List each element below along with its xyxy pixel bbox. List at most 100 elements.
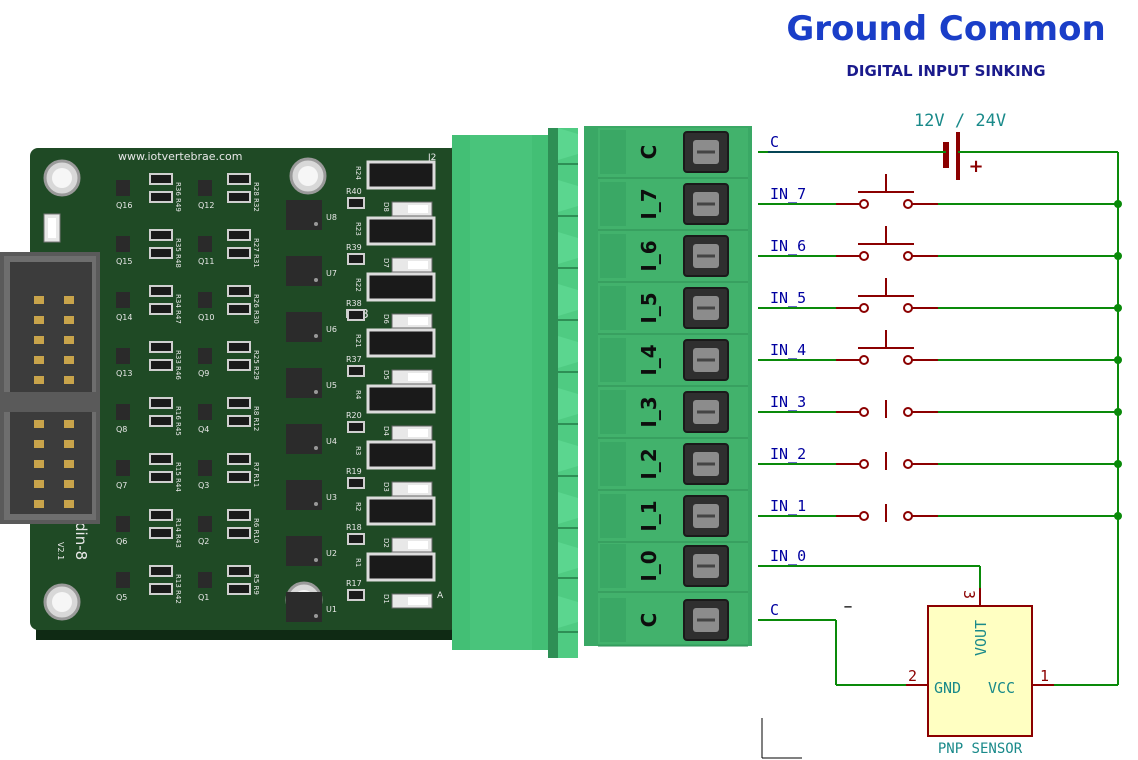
- net-label: IN_7: [770, 185, 806, 203]
- supply-minus-sign: –: [844, 596, 853, 617]
- svg-text:Q14: Q14: [116, 313, 132, 322]
- svg-text:R23: R23: [354, 222, 362, 236]
- pcb-resistor: [227, 191, 251, 203]
- net-label: IN_0: [770, 547, 806, 565]
- pnp-sensor: VOUT GND VCC 3 2 1 PNP SENSOR: [906, 588, 1054, 757]
- terminal-label: C: [637, 613, 661, 628]
- terminal-label: I_3: [637, 396, 661, 427]
- svg-text:R36 R49: R36 R49: [174, 182, 182, 212]
- terminal-label: I_5: [637, 292, 661, 323]
- svg-text:Q16: Q16: [116, 201, 132, 210]
- svg-text:R7 R11: R7 R11: [252, 462, 260, 487]
- pcb-resistor: [149, 415, 173, 427]
- pnp-sensor-body: [927, 605, 1033, 737]
- pcb-resistor: [347, 421, 365, 433]
- svg-text:R3: R3: [354, 446, 362, 455]
- net-label: IN_3: [770, 393, 806, 411]
- pcb-board-name: din-8: [72, 522, 90, 560]
- svg-text:R24: R24: [354, 166, 362, 180]
- pnp-sensor-vcc-pin: VCC: [988, 679, 1015, 697]
- pnp-sensor-name: PNP SENSOR: [938, 741, 1023, 757]
- pcb-resistor: [149, 341, 173, 353]
- svg-text:D2: D2: [382, 538, 390, 548]
- pcb-resistor: [149, 583, 173, 595]
- idc-pin: [34, 296, 44, 304]
- pcb-body: [30, 148, 458, 630]
- rail-junction: [1114, 356, 1122, 364]
- rail-junction: [1114, 408, 1122, 416]
- terminal-position: I_1: [598, 494, 748, 543]
- pcb-power-resistor: [366, 440, 436, 470]
- pcb-power-resistor: [366, 328, 436, 358]
- svg-text:U6: U6: [326, 325, 337, 334]
- terminal-label: I_0: [637, 550, 661, 581]
- svg-text:R13 R42: R13 R42: [174, 574, 182, 604]
- svg-text:D7: D7: [382, 258, 390, 268]
- pcb-resistor: [227, 471, 251, 483]
- pcb-power-resistor: [366, 384, 436, 414]
- pcb-transistor: [116, 572, 130, 588]
- push-button-switch: [758, 226, 1122, 261]
- pcb-resistor: [227, 359, 251, 371]
- pcb-resistor: [149, 359, 173, 371]
- pnp-sensor-pin1-number: 1: [1040, 667, 1049, 685]
- pcb-resistor: [227, 509, 251, 521]
- svg-text:R37: R37: [346, 355, 362, 364]
- push-button-switch: [758, 174, 1122, 209]
- svg-text:R1: R1: [354, 558, 362, 567]
- pcb-transistor: [116, 516, 130, 532]
- rail-junction: [1114, 512, 1122, 520]
- pcb-resistor: [347, 589, 365, 601]
- push-button-switch: [758, 278, 1122, 313]
- svg-text:R20: R20: [346, 411, 362, 420]
- idc-pin: [64, 480, 74, 488]
- pcb-resistor: [149, 509, 173, 521]
- net-label: IN_1: [770, 497, 806, 515]
- pcb-resistor: [227, 565, 251, 577]
- pcb-resistor: [227, 303, 251, 315]
- pcb-resistor: [149, 303, 173, 315]
- net-label: IN_4: [770, 341, 806, 359]
- pcb-resistor: [347, 253, 365, 265]
- diagram-subtitle: DIGITAL INPUT SINKING: [846, 62, 1045, 80]
- idc-pin: [64, 316, 74, 324]
- pcb-transistor: [116, 348, 130, 364]
- svg-text:R28 R32: R28 R32: [252, 182, 260, 212]
- svg-text:U2: U2: [326, 549, 337, 558]
- terminal-position: C: [598, 130, 748, 179]
- svg-text:R25 R29: R25 R29: [252, 350, 260, 380]
- pcb-power-resistor: [366, 160, 436, 190]
- rail-junction: [1114, 304, 1122, 312]
- svg-text:Q1: Q1: [198, 593, 209, 602]
- svg-text:D5: D5: [382, 370, 390, 380]
- svg-text:U3: U3: [326, 493, 337, 502]
- pcb-transistor: [116, 292, 130, 308]
- svg-text:Q3: Q3: [198, 481, 209, 490]
- terminal-block: CI_7I_6I_5I_4I_3I_2I_1I_0C: [452, 126, 752, 658]
- terminal-label: I_7: [637, 188, 661, 219]
- idc-pin: [34, 440, 44, 448]
- pcb-power-resistor: [366, 272, 436, 302]
- pcb-transistor: [198, 236, 212, 252]
- svg-text:Q2: Q2: [198, 537, 209, 546]
- pcb-resistor: [227, 397, 251, 409]
- svg-text:R17: R17: [346, 579, 362, 588]
- pcb-resistor: [149, 247, 173, 259]
- pcb-resistor: [149, 173, 173, 185]
- svg-text:R6 R10: R6 R10: [252, 518, 260, 543]
- svg-text:R26 R30: R26 R30: [252, 294, 260, 324]
- pcb-transistor: [198, 516, 212, 532]
- pcb-resistor: [227, 341, 251, 353]
- idc-pin: [64, 376, 74, 384]
- toggle-switch: [758, 504, 1122, 522]
- pcb-resistor: [149, 285, 173, 297]
- svg-text:U1: U1: [326, 605, 337, 614]
- svg-text:R14 R43: R14 R43: [174, 518, 182, 548]
- svg-text:Q4: Q4: [198, 425, 209, 434]
- pcb-transistor: [116, 404, 130, 420]
- pnp-sensor-pin2-number: 2: [908, 667, 917, 685]
- idc-pin: [34, 480, 44, 488]
